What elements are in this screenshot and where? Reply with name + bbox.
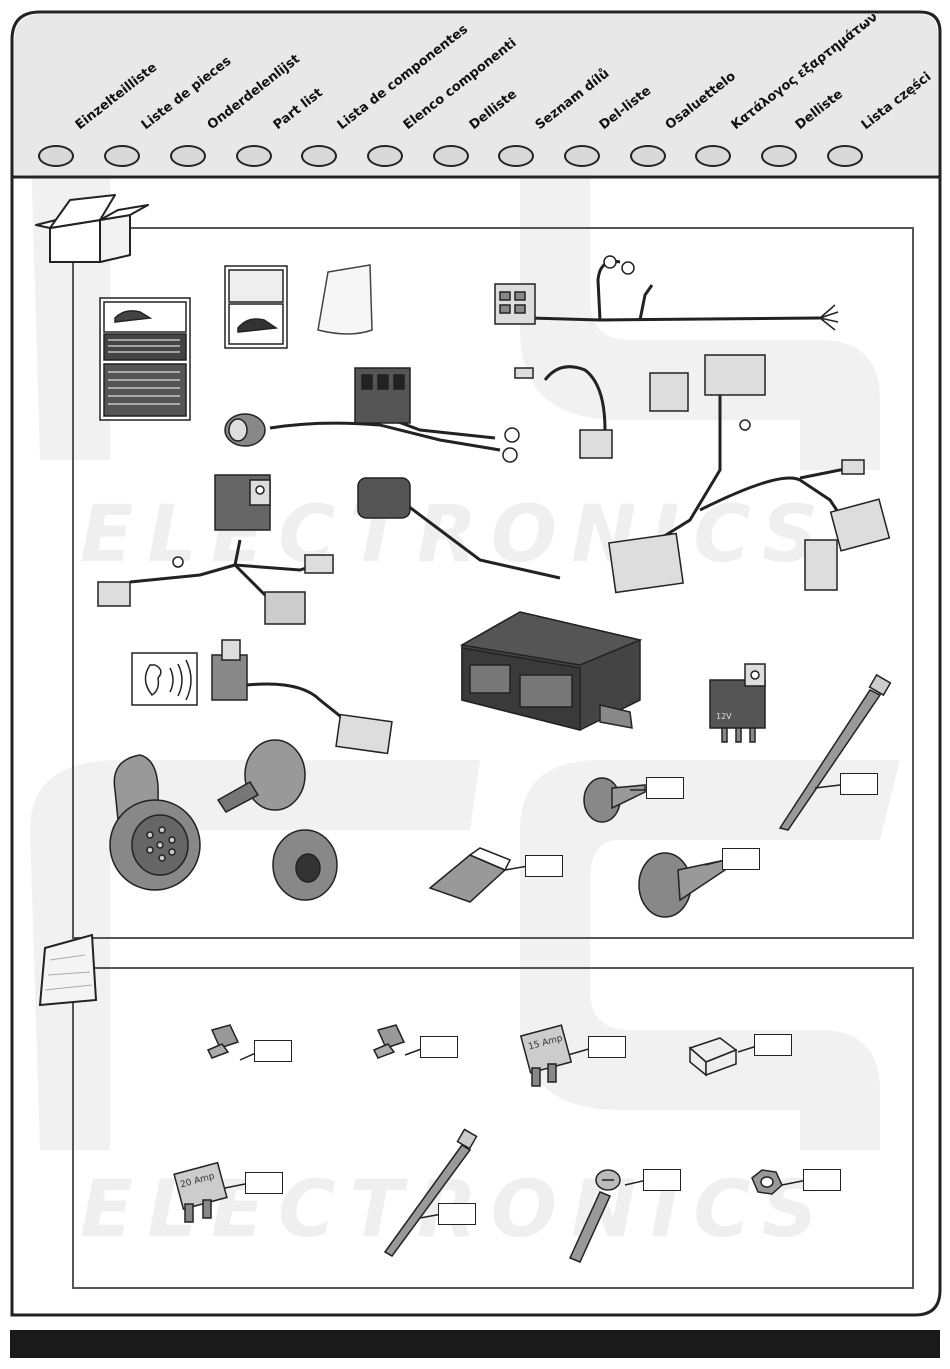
language-select-oval-pt[interactable] (301, 145, 337, 167)
sensor-connector-lead (358, 478, 560, 578)
cable-tie-small (385, 1129, 477, 1256)
language-select-oval-el[interactable] (695, 145, 731, 167)
relay-voltage-label: 12V (716, 712, 732, 721)
quantity-box-fuse-15[interactable] (588, 1036, 626, 1058)
control-module (462, 612, 640, 730)
language-select-oval-it[interactable] (367, 145, 403, 167)
bolt-2 (374, 1025, 404, 1058)
language-select-oval-pl[interactable] (827, 145, 863, 167)
buzzer (212, 640, 392, 753)
adhesive-pad (430, 848, 510, 902)
mounting-plate (273, 830, 337, 900)
quantity-box-fuse-20[interactable] (245, 1172, 283, 1194)
quantity-box-grommet-large[interactable] (722, 848, 760, 870)
plastic-bag-icon (318, 265, 372, 334)
quantity-box-cable-tie-small[interactable] (438, 1203, 476, 1225)
quantity-box-grommet-small[interactable] (646, 777, 684, 799)
language-select-oval-cs[interactable] (498, 145, 534, 167)
vehicle-manual-icon (225, 266, 287, 348)
language-select-oval-sv[interactable] (761, 145, 797, 167)
quantity-box-bolt-2[interactable] (420, 1036, 458, 1058)
bag-contents-frame (73, 968, 913, 1288)
quantity-box-screw[interactable] (643, 1169, 681, 1191)
quantity-box-hex-nut[interactable] (803, 1169, 841, 1191)
relay-harness (130, 540, 330, 600)
screw (570, 1170, 620, 1262)
relay-12v (710, 664, 765, 742)
quantity-box-adhesive-pad[interactable] (525, 855, 563, 877)
instruction-leaflet-icon (100, 298, 190, 420)
language-select-oval-nl[interactable] (170, 145, 206, 167)
language-select-oval-da[interactable] (433, 145, 469, 167)
quantity-box-cable-tie-large[interactable] (840, 773, 878, 795)
language-select-oval-fr[interactable] (104, 145, 140, 167)
fuse-20-amp (174, 1163, 227, 1222)
quantity-box-connector-housing[interactable] (754, 1034, 792, 1056)
language-select-oval-en[interactable] (236, 145, 272, 167)
bolt-1 (208, 1025, 238, 1058)
hex-nut (752, 1170, 782, 1194)
relay-harness-parts (98, 475, 333, 624)
language-select-oval-de[interactable] (38, 145, 74, 167)
header-band (14, 14, 938, 175)
watermark-ecs-logo (30, 60, 900, 1150)
language-select-oval-fi[interactable] (630, 145, 666, 167)
bottom-bar (10, 1330, 940, 1358)
ear-pictogram (132, 653, 197, 705)
quantity-box-bolt-1[interactable] (254, 1040, 292, 1062)
language-select-oval-no[interactable] (564, 145, 600, 167)
socket-body (225, 368, 519, 462)
